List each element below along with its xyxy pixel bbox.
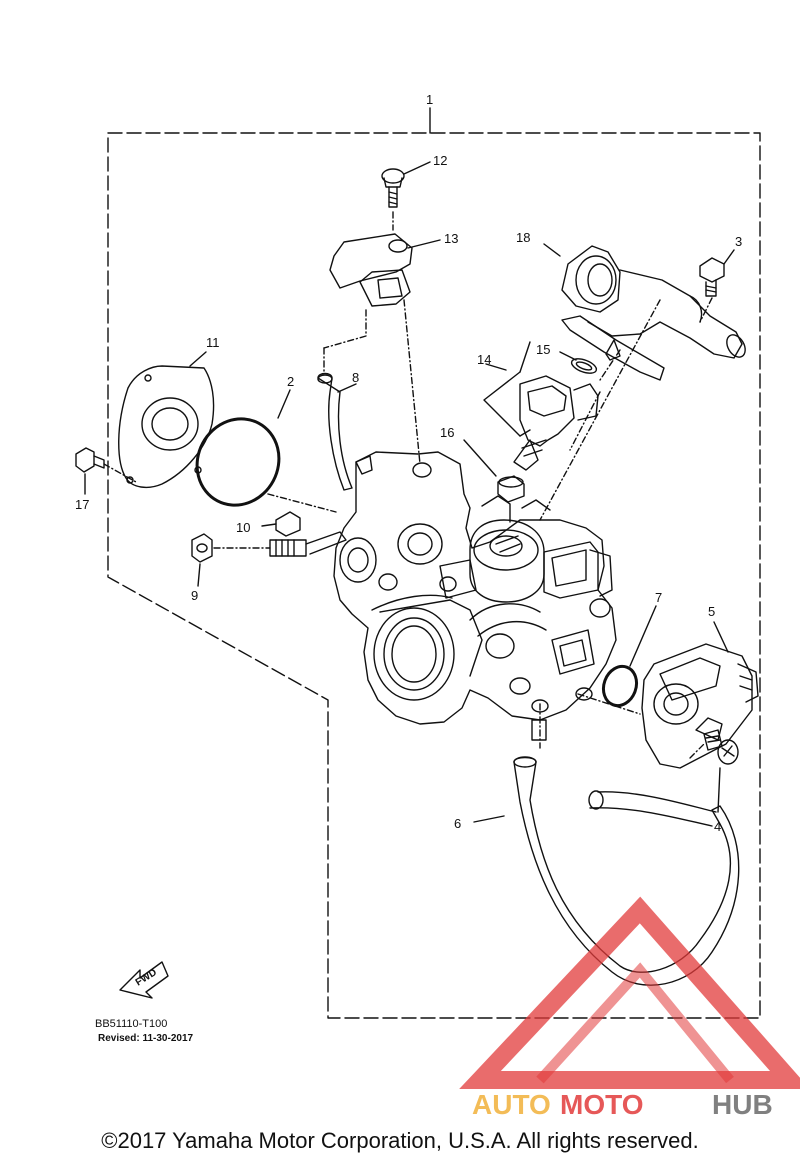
callout-14: 14 — [477, 352, 491, 367]
fitting — [269, 531, 347, 557]
callout-18: 18 — [516, 230, 530, 245]
body-connector — [543, 541, 613, 599]
hose-8 — [317, 309, 367, 491]
callout-5: 5 — [708, 604, 715, 619]
callout-13: 13 — [444, 231, 458, 246]
injector-14 — [483, 341, 599, 471]
cap-10 — [261, 493, 337, 537]
callout-16: 16 — [440, 425, 454, 440]
copyright-notice: ©2017 Yamaha Motor Corporation, U.S.A. A… — [101, 1128, 699, 1153]
callout-10: 10 — [236, 520, 250, 535]
o-ring-15 — [559, 351, 598, 374]
assembly-boundary — [107, 132, 761, 1019]
watermark-text: AUTO MOTO HUB — [472, 1089, 773, 1120]
fuel-pipe-18 — [543, 243, 746, 381]
bolt-17 — [75, 447, 137, 495]
fwd-arrow — [119, 961, 169, 999]
watermark-hub: HUB — [712, 1089, 773, 1120]
watermark-logo — [459, 896, 800, 1089]
callout-4: 4 — [714, 819, 721, 834]
callout-8: 8 — [352, 370, 359, 385]
hose-6 — [473, 703, 740, 986]
callout-2: 2 — [287, 374, 294, 389]
screw-3 — [699, 249, 735, 323]
throttle-body — [333, 451, 617, 725]
callout-9: 9 — [191, 588, 198, 603]
callouts: 1 12 13 18 3 11 15 14 2 8 16 17 10 9 7 5… — [75, 92, 742, 834]
cover-plate-11 — [118, 351, 215, 489]
callout-7: 7 — [655, 590, 662, 605]
seal-16 — [463, 439, 525, 503]
screw-12 — [381, 161, 431, 231]
callout-11: 11 — [206, 335, 220, 350]
callout-6: 6 — [454, 816, 461, 831]
watermark-moto: MOTO — [560, 1089, 643, 1120]
callout-17: 17 — [75, 497, 89, 512]
callout-3: 3 — [735, 234, 742, 249]
intake-pressure-sensor-13 — [329, 233, 441, 307]
nut-9 — [191, 533, 271, 587]
callout-12: 12 — [433, 153, 447, 168]
callout-15: 15 — [536, 342, 550, 357]
callout-1: 1 — [426, 92, 433, 107]
o-ring-7 — [601, 605, 657, 708]
revised-date: Revised: 11-30-2017 — [98, 1033, 194, 1044]
screw-4 — [689, 729, 739, 813]
drawing-code: BB51110-T100 — [95, 1018, 167, 1030]
o-ring-2 — [195, 389, 291, 507]
watermark-auto: AUTO — [472, 1089, 551, 1120]
injector-housing — [469, 495, 551, 603]
